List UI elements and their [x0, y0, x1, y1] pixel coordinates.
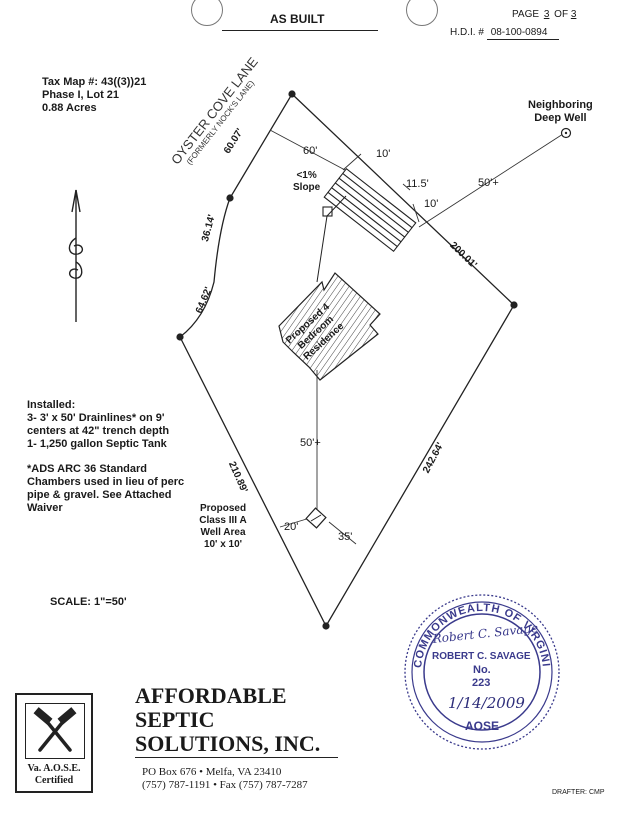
- proposed-well-marker: [305, 507, 327, 529]
- neighboring-well-marker: [560, 127, 572, 139]
- binder-hole-right: [406, 0, 438, 26]
- well-line2: Class III A: [199, 515, 247, 526]
- seal-aose: AOSE: [465, 719, 499, 733]
- slope-value: <1%: [296, 170, 317, 181]
- neighboring-well-line1: Neighboring: [528, 99, 593, 111]
- company-name-line2: SEPTIC: [135, 707, 215, 732]
- badge-logo-frame: [25, 703, 85, 759]
- ads-line4: Waiver: [27, 502, 63, 514]
- tax-map: Tax Map #: 43((3))21: [42, 76, 147, 88]
- neighboring-well-label: Neighboring Deep Well: [528, 99, 593, 125]
- dim-50-well: 50'+: [478, 177, 499, 189]
- dim-10-side: 10': [424, 198, 439, 210]
- north-arrow-icon: [68, 189, 84, 322]
- hdi-label: H.D.I. #: [450, 27, 484, 38]
- installed-line2: centers at 42" trench depth: [27, 425, 170, 437]
- page-number: 3: [543, 9, 550, 20]
- proposed-well-label: Proposed Class III A Well Area 10' x 10': [190, 503, 256, 551]
- title-underline: [222, 30, 378, 31]
- ads-line3: pipe & gravel. See Attached: [27, 489, 172, 501]
- dim-11-5: 11.5': [406, 178, 429, 190]
- company-rule: [135, 757, 338, 758]
- certification-badge: Va. A.O.S.E. Certified: [15, 693, 93, 793]
- hdi-value: 08-100-0894: [486, 27, 560, 40]
- slope-label: <1% Slope: [293, 170, 320, 194]
- dim-10-top: 10': [376, 148, 391, 160]
- company-phones: (757) 787-1191 • Fax (757) 787-7287: [142, 779, 308, 791]
- page-total: 3: [570, 9, 577, 20]
- seal-date: 1/14/2009: [448, 694, 525, 712]
- installed-notes: Installed: 3- 3' x 50' Drainlines* on 9'…: [27, 399, 169, 451]
- badge-cert-line1: Va. A.O.S.E.: [27, 763, 81, 774]
- ads-notes: *ADS ARC 36 Standard Chambers used in li…: [27, 463, 184, 515]
- crossed-hammers-icon: [33, 707, 77, 752]
- page-title: AS BUILT: [270, 12, 325, 26]
- phase-lot: Phase I, Lot 21: [42, 89, 120, 101]
- binder-hole-left: [191, 0, 223, 26]
- dim-60: 60': [303, 145, 318, 157]
- page-counter: PAGE 3 OF 3: [512, 9, 576, 21]
- seal-number-label: No.: [473, 664, 491, 676]
- company-address: PO Box 676 • Melfa, VA 23410: [142, 766, 282, 778]
- boundary-corners: [176, 90, 518, 630]
- page-label: PAGE: [512, 9, 540, 20]
- installed-line3: 1- 1,250 gallon Septic Tank: [27, 438, 167, 450]
- dim-20: 20': [284, 521, 299, 533]
- installed-title: Installed:: [27, 399, 76, 411]
- well-line3: Well Area: [200, 527, 246, 538]
- acreage: 0.88 Acres: [42, 102, 97, 114]
- seal-name: ROBERT C. SAVAGE: [432, 651, 531, 662]
- installed-line1: 3- 3' x 50' Drainlines* on 9': [27, 412, 165, 424]
- scale-label: SCALE: 1"=50': [50, 596, 127, 608]
- dim-50-residence: 50'+: [300, 437, 321, 449]
- drafter-label: DRAFTER: CMP: [552, 789, 605, 796]
- of-label: OF: [554, 9, 569, 20]
- company-name-line3: SOLUTIONS, INC.: [135, 731, 321, 756]
- badge-cert-line2: Certified: [34, 775, 74, 786]
- neighboring-well-line2: Deep Well: [534, 112, 587, 124]
- drainfield-trenches: [323, 167, 417, 253]
- residence-footprint: [278, 272, 381, 381]
- dim-35: 35': [338, 531, 353, 543]
- well-line1: Proposed: [199, 503, 247, 514]
- well-line4: 10' x 10': [203, 539, 243, 550]
- seal-number: 223: [472, 677, 491, 689]
- slope-word: Slope: [293, 182, 321, 193]
- ads-line2: Chambers used in lieu of perc: [27, 476, 185, 488]
- ads-line1: *ADS ARC 36 Standard: [27, 463, 148, 475]
- dimension-lines: [269, 129, 564, 545]
- hdi-number: H.D.I. # 08-100-0894: [450, 27, 560, 40]
- septic-tank: [316, 195, 347, 283]
- company-name-line1: AFFORDABLE: [135, 683, 287, 708]
